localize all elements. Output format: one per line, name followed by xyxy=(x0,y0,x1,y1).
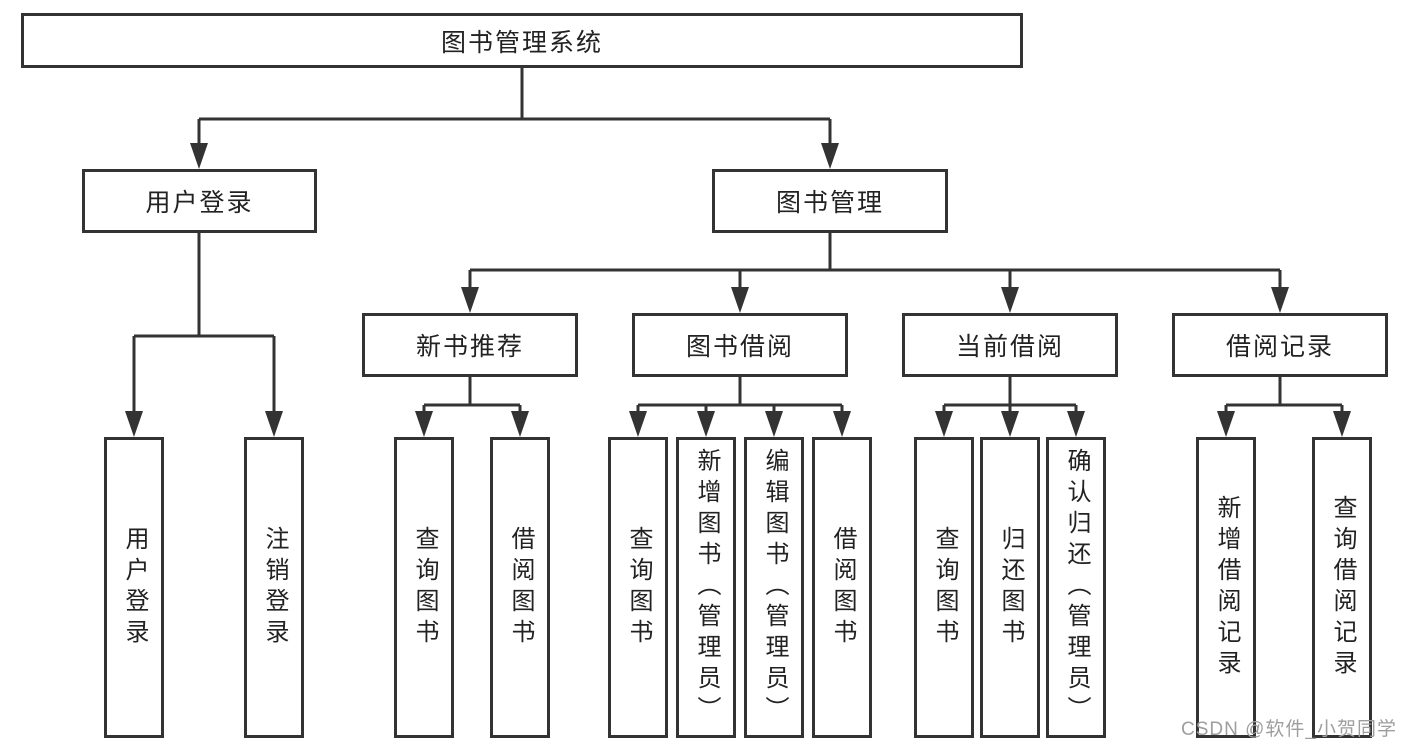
connector-bookborrow-to-leaves xyxy=(636,377,844,420)
csdn-watermark: CSDN @软件_小贺同学 xyxy=(1181,719,1397,740)
connector-newbookrec-to-leaves xyxy=(422,377,522,420)
connector-userlogin-to-leaves xyxy=(132,233,276,418)
node-new-book-recommend: 新书推荐 xyxy=(362,313,578,377)
connector-root-to-level2 xyxy=(197,68,832,148)
node-root-library-system: 图书管理系统 xyxy=(21,13,1023,68)
node-book-borrow: 图书借阅 xyxy=(632,313,848,377)
leaf-logout: 注销登录 xyxy=(244,437,304,738)
node-book-management: 图书管理 xyxy=(712,169,948,233)
leaf-borrow-book: 借阅图书 xyxy=(812,437,872,738)
leaf-return-book: 归还图书 xyxy=(980,437,1040,738)
leaf-add-book-admin: 新增图书（管理员） xyxy=(676,437,736,738)
node-borrow-record: 借阅记录 xyxy=(1172,313,1388,377)
leaf-borrow-book-recommend: 借阅图书 xyxy=(490,437,550,738)
leaf-edit-book-admin: 编辑图书（管理员） xyxy=(744,437,804,738)
arrowheads xyxy=(125,143,1351,437)
node-current-borrow: 当前借阅 xyxy=(902,313,1118,377)
leaf-user-login: 用户登录 xyxy=(104,437,164,738)
node-user-login: 用户登录 xyxy=(82,169,317,233)
connector-borrowrecord-to-leaves xyxy=(1224,377,1344,420)
connector-bookmgmt-to-level3 xyxy=(468,233,1282,294)
leaf-query-book-borrow: 查询图书 xyxy=(608,437,668,738)
leaf-query-book-current: 查询图书 xyxy=(914,437,974,738)
leaf-query-borrow-record: 查询借阅记录 xyxy=(1312,437,1372,738)
leaf-confirm-return-admin: 确认归还（管理员） xyxy=(1046,437,1106,738)
leaf-add-borrow-record: 新增借阅记录 xyxy=(1196,437,1256,738)
leaf-query-book-recommend: 查询图书 xyxy=(394,437,454,738)
